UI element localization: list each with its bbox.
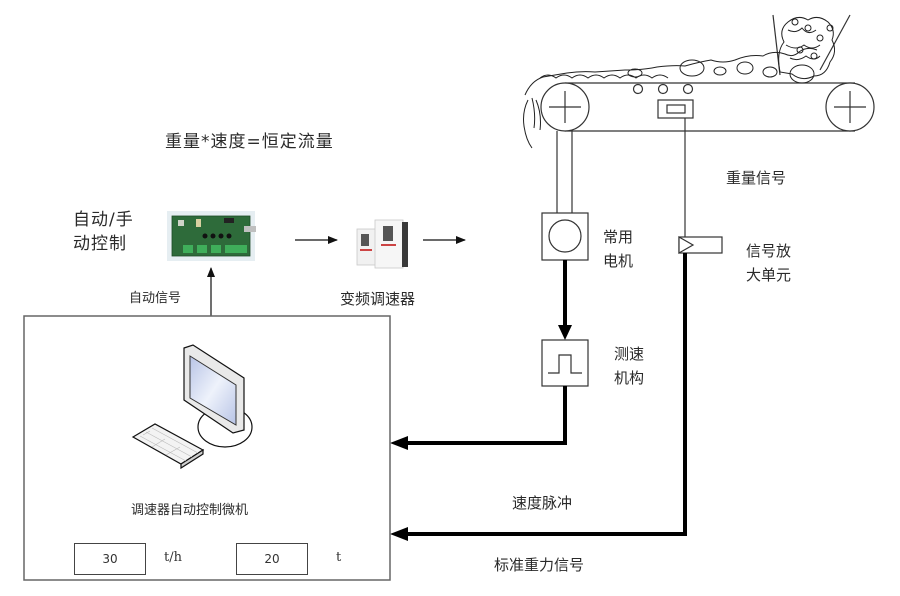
motor-drive-shaft — [556, 131, 573, 213]
standard-gravity-signal-label: 标准重力信号 — [494, 556, 585, 574]
speed-sensor-label-line2: 机构 — [614, 369, 645, 387]
hopper-icon — [772, 14, 851, 76]
desktop-computer-icon — [131, 344, 253, 470]
idler-rollers — [632, 83, 694, 95]
auto-manual-control-line1: 自动/手 — [73, 210, 134, 230]
auto-manual-control-label: 自动/手 动控制 — [73, 208, 134, 256]
amplifier-label-line2: 大单元 — [746, 266, 792, 284]
weight-signal-label: 重量信号 — [726, 169, 787, 187]
motor-icon — [541, 212, 589, 261]
gravity-signal-line — [405, 253, 687, 536]
weight-readout[interactable]: 20 — [236, 543, 308, 575]
amplifier-label-line1: 信号放 — [746, 242, 792, 260]
left-pulley-icon — [540, 82, 590, 132]
vfd-label: 变频调速器 — [340, 290, 416, 308]
speed-pulse-arrowhead — [390, 436, 408, 450]
auto-signal-label: 自动信号 — [129, 291, 182, 306]
right-pulley-icon — [825, 82, 875, 132]
gravity-signal-arrowhead — [390, 527, 408, 541]
load-cell-icon — [657, 99, 694, 119]
speed-sensor-icon — [541, 339, 589, 387]
speed-pulse-line — [405, 386, 567, 445]
pcb-board-icon — [167, 211, 256, 261]
motor-label: 常用 电机 — [603, 225, 633, 273]
amplifier-icon — [678, 235, 723, 255]
computer-label: 调速器自动控制微机 — [131, 503, 249, 518]
arrowhead-down — [558, 325, 572, 340]
auto-manual-control-line2: 动控制 — [73, 234, 127, 254]
bulk-material — [523, 16, 836, 149]
speed-pulse-label: 速度脉冲 — [512, 494, 573, 512]
formula-text: 重量*速度=恒定流量 — [165, 132, 334, 152]
motor-label-line1: 常用 — [603, 228, 634, 246]
conveyor-belt — [540, 14, 875, 132]
inverter-icon — [356, 219, 408, 269]
speed-sensor-label-line1: 测速 — [614, 345, 645, 363]
motor-label-line2: 电机 — [603, 252, 634, 270]
flow-rate-readout[interactable]: 30 — [74, 543, 146, 575]
weight-unit: t — [336, 550, 342, 565]
amplifier-label: 信号放 大单元 — [746, 239, 791, 287]
flow-rate-unit: t/h — [164, 550, 182, 565]
speed-sensor-label: 测速 机构 — [614, 342, 644, 390]
